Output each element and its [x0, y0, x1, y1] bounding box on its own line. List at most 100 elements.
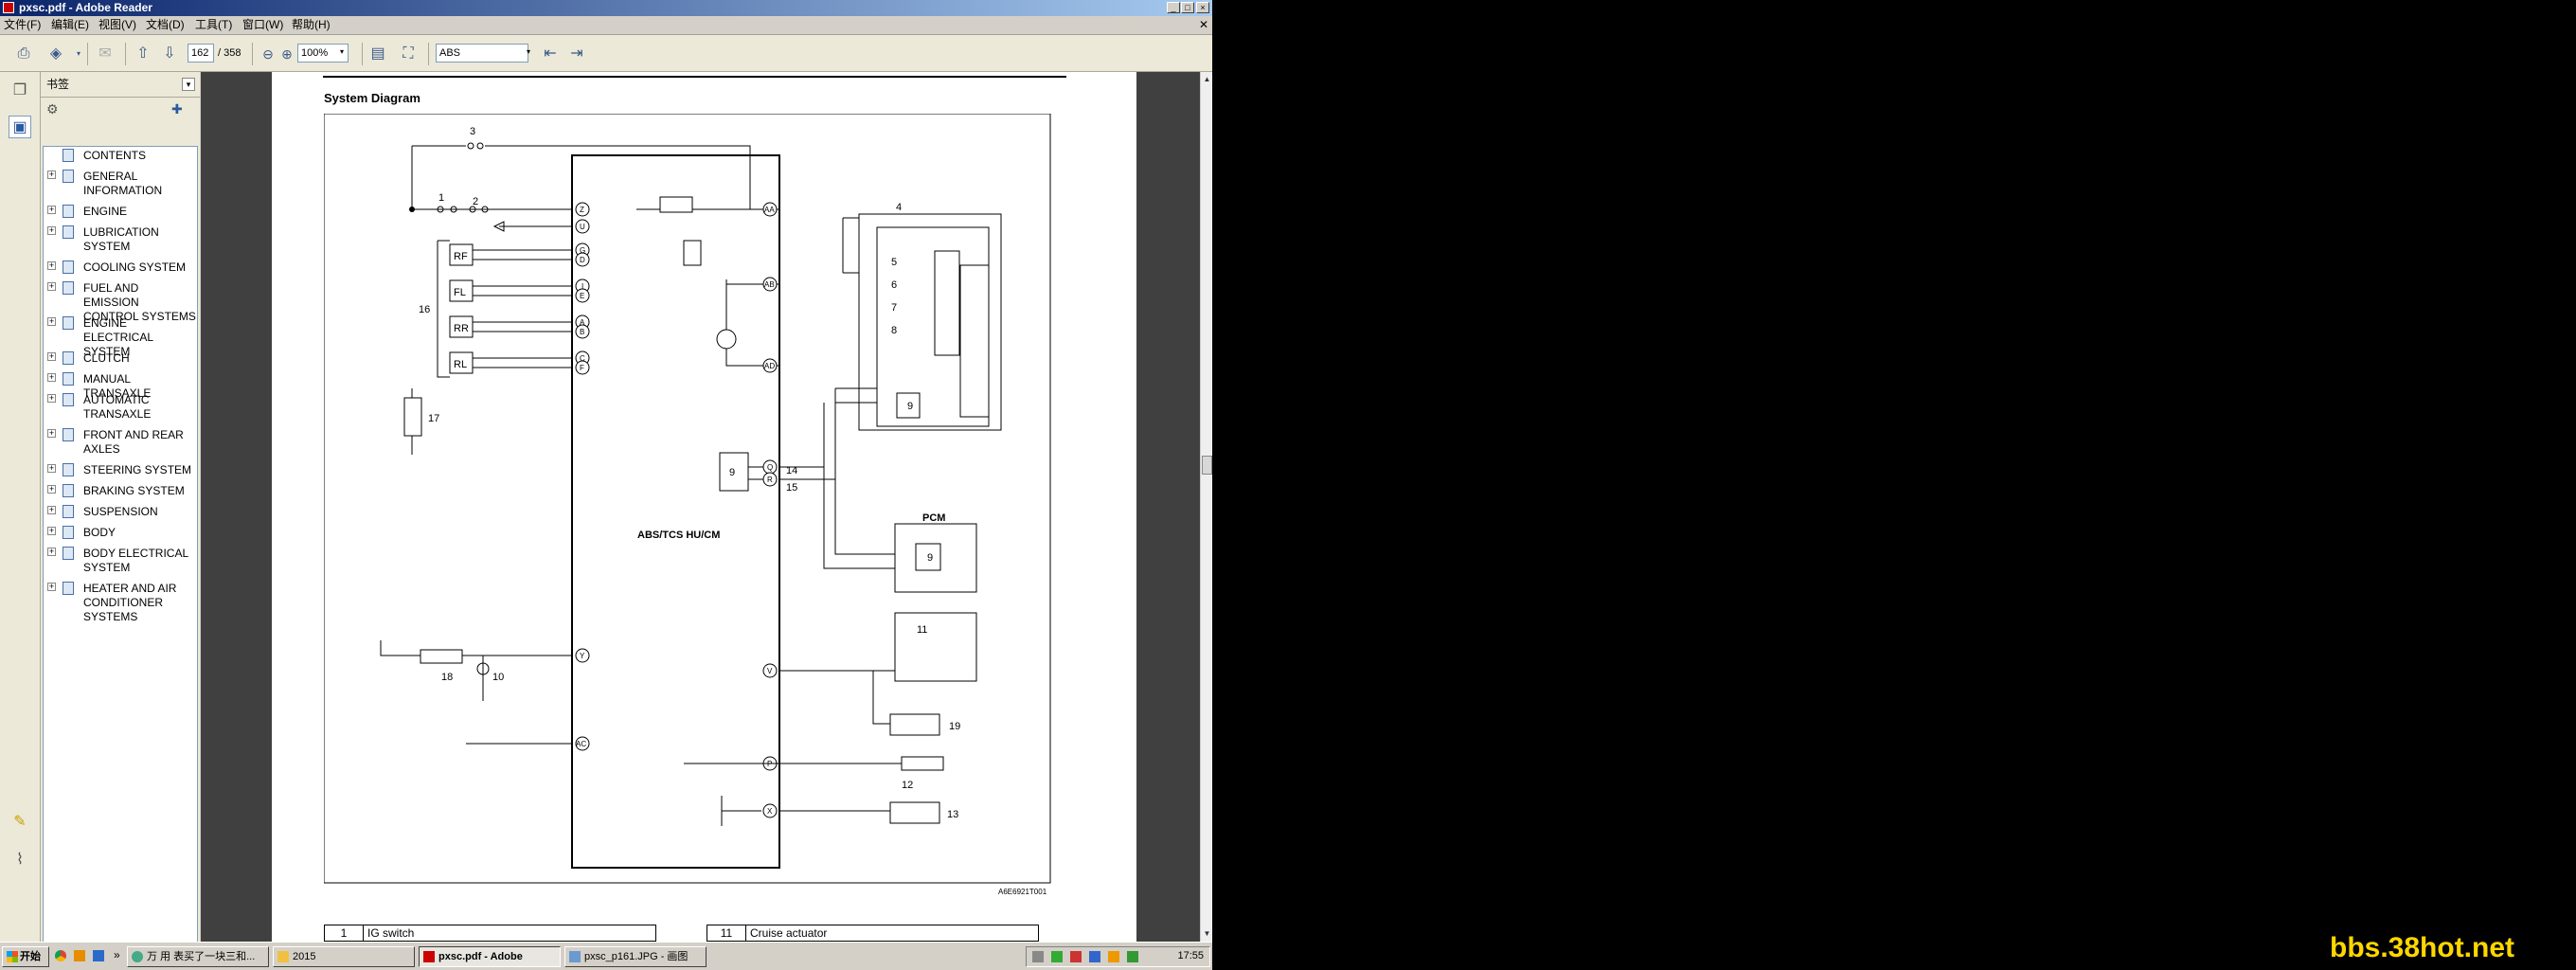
- bookmark-item[interactable]: +SUSPENSION: [44, 505, 197, 519]
- expand-icon[interactable]: +: [47, 463, 56, 473]
- share-icon[interactable]: ◈: [49, 45, 63, 62]
- zoom-dropdown-icon[interactable]: ▾: [340, 47, 345, 56]
- bookmark-label: FUEL AND EMISSION CONTROL SYSTEMS: [83, 281, 196, 323]
- bookmark-item[interactable]: +AUTOMATIC TRANSAXLE: [44, 393, 197, 422]
- expand-icon[interactable]: +: [47, 316, 56, 326]
- attachments-icon[interactable]: ⌇: [16, 852, 24, 868]
- expand-icon[interactable]: +: [47, 351, 56, 361]
- clock[interactable]: 17:55: [1177, 950, 1204, 961]
- bookmark-label: HEATER AND AIR CONDITIONER SYSTEMS: [83, 582, 177, 623]
- expand-icon[interactable]: +: [47, 281, 56, 291]
- pages-icon[interactable]: ❐: [12, 82, 27, 99]
- menu-help[interactable]: 帮助(H): [292, 18, 331, 31]
- email-icon[interactable]: ✉: [98, 45, 112, 62]
- menu-view[interactable]: 视图(V): [98, 18, 136, 31]
- expand-icon[interactable]: +: [47, 372, 56, 382]
- bookmark-item[interactable]: +CLUTCH: [44, 351, 197, 366]
- more-icon[interactable]: »: [114, 948, 120, 961]
- document-close-icon[interactable]: ✕: [1198, 18, 1208, 31]
- bookmark-item[interactable]: +MANUAL TRANSAXLE: [44, 372, 197, 400]
- navigation-strip: ❐ ▣ ✎ ⌇: [0, 72, 41, 942]
- bookmark-item[interactable]: +STEERING SYSTEM: [44, 463, 197, 477]
- bookmark-item[interactable]: +LUBRICATION SYSTEM: [44, 225, 197, 254]
- bookmark-item[interactable]: + FUEL AND EMISSION CONTROL SYSTEMS: [44, 281, 197, 323]
- bookmark-item[interactable]: +BRAKING SYSTEM: [44, 484, 197, 498]
- menu-tools[interactable]: 工具(T): [195, 18, 233, 31]
- scroll-down-icon[interactable]: ▼: [1203, 929, 1211, 938]
- block-11: [894, 612, 977, 682]
- expand-icon[interactable]: +: [47, 170, 56, 179]
- svg-text:15: 15: [786, 482, 797, 494]
- minimize-button[interactable]: _: [1167, 2, 1180, 13]
- zoom-out-icon[interactable]: ⊖: [262, 46, 274, 62]
- maximize-button[interactable]: □: [1181, 2, 1194, 13]
- expand-icon[interactable]: +: [47, 260, 56, 270]
- bookmark-item[interactable]: +FRONT AND REAR AXLES: [44, 428, 197, 457]
- task-folder[interactable]: 2015: [273, 946, 415, 967]
- shield-icon[interactable]: [1127, 951, 1138, 962]
- tray-app-icon[interactable]: [1089, 951, 1100, 962]
- find-next-icon[interactable]: ⇥: [570, 45, 583, 62]
- network-icon[interactable]: [1051, 951, 1063, 962]
- diagram-frame: [324, 114, 1051, 884]
- expand-icon[interactable]: +: [47, 484, 56, 494]
- bookmark-item[interactable]: +ENGINE ELECTRICAL SYSTEM: [44, 316, 197, 358]
- print-icon[interactable]: ⎙: [17, 45, 30, 62]
- expand-icon[interactable]: +: [47, 526, 56, 535]
- fit-page-icon[interactable]: ▤: [370, 45, 385, 62]
- title-bar[interactable]: pxsc.pdf - Adobe Reader _ □ ×: [0, 0, 1212, 16]
- quicklaunch-icon[interactable]: [74, 950, 85, 961]
- bookmark-item[interactable]: +BODY ELECTRICAL SYSTEM: [44, 547, 197, 575]
- show-desktop-icon[interactable]: [93, 950, 104, 961]
- comments-icon[interactable]: ✎: [13, 814, 27, 830]
- next-page-icon[interactable]: ⇩: [163, 45, 176, 62]
- panel-options-icon[interactable]: ▾: [182, 78, 195, 91]
- fit-width-icon[interactable]: ⛶: [402, 45, 414, 62]
- menu-file[interactable]: 文件(F): [4, 18, 42, 31]
- options-gear-icon[interactable]: ⚙: [46, 101, 59, 117]
- share-dropdown-icon[interactable]: ▾: [76, 49, 80, 58]
- bookmark-item[interactable]: +COOLING SYSTEM: [44, 260, 197, 275]
- keyboard-icon[interactable]: [1032, 951, 1044, 962]
- scroll-up-icon[interactable]: ▲: [1203, 75, 1211, 83]
- expand-icon[interactable]: +: [47, 428, 56, 438]
- chrome-quicklaunch-icon[interactable]: [55, 950, 66, 961]
- bookmark-item[interactable]: + HEATER AND AIR CONDITIONER SYSTEMS: [44, 582, 197, 624]
- previous-page-icon[interactable]: ⇧: [136, 45, 150, 62]
- bookmark-item[interactable]: +ENGINE: [44, 205, 197, 219]
- start-button[interactable]: 开始: [2, 946, 49, 967]
- scroll-thumb[interactable]: [1202, 456, 1212, 475]
- taskbar: 开始 » 万 用 表买了一块三和... 2015 pxsc.pdf - Adob…: [0, 942, 1212, 970]
- vertical-scrollbar[interactable]: ▲ ▼: [1200, 72, 1212, 942]
- find-dropdown-icon[interactable]: ▾: [527, 47, 531, 56]
- expand-icon[interactable]: +: [47, 205, 56, 214]
- antivirus-icon[interactable]: [1070, 951, 1082, 962]
- zoom-in-icon[interactable]: ⊕: [281, 46, 293, 62]
- close-button[interactable]: ×: [1196, 2, 1209, 13]
- svg-text:V: V: [767, 667, 773, 675]
- menu-edit[interactable]: 编辑(E): [51, 18, 89, 31]
- task-browser[interactable]: 万 用 表买了一块三和...: [127, 946, 269, 967]
- new-bookmark-icon[interactable]: ✚: [171, 101, 183, 117]
- task-paint[interactable]: pxsc_p161.JPG - 画图: [564, 946, 707, 967]
- page-number-input[interactable]: 162: [188, 44, 214, 63]
- bookmark-item[interactable]: +GENERAL INFORMATION: [44, 170, 197, 198]
- expand-icon[interactable]: +: [47, 225, 56, 235]
- expand-icon[interactable]: +: [47, 582, 56, 591]
- find-previous-icon[interactable]: ⇤: [544, 45, 557, 62]
- screen: pxsc.pdf - Adobe Reader _ □ × 文件(F) 编辑(E…: [0, 0, 1212, 970]
- expand-icon[interactable]: +: [47, 505, 56, 514]
- bookmark-item[interactable]: +BODY: [44, 526, 197, 540]
- find-input[interactable]: ABS: [436, 44, 528, 63]
- expand-icon[interactable]: +: [47, 547, 56, 556]
- bookmark-item[interactable]: CONTENTS: [44, 149, 197, 163]
- zoom-select[interactable]: 100%: [297, 44, 349, 63]
- volume-icon[interactable]: [1108, 951, 1119, 962]
- expand-icon[interactable]: +: [47, 393, 56, 403]
- menu-document[interactable]: 文档(D): [146, 18, 185, 31]
- menu-window[interactable]: 窗口(W): [242, 18, 284, 31]
- svg-text:X: X: [767, 807, 773, 816]
- bookmarks-icon[interactable]: ▣: [9, 116, 31, 138]
- task-adobe-reader[interactable]: pxsc.pdf - Adobe Reader: [419, 946, 561, 967]
